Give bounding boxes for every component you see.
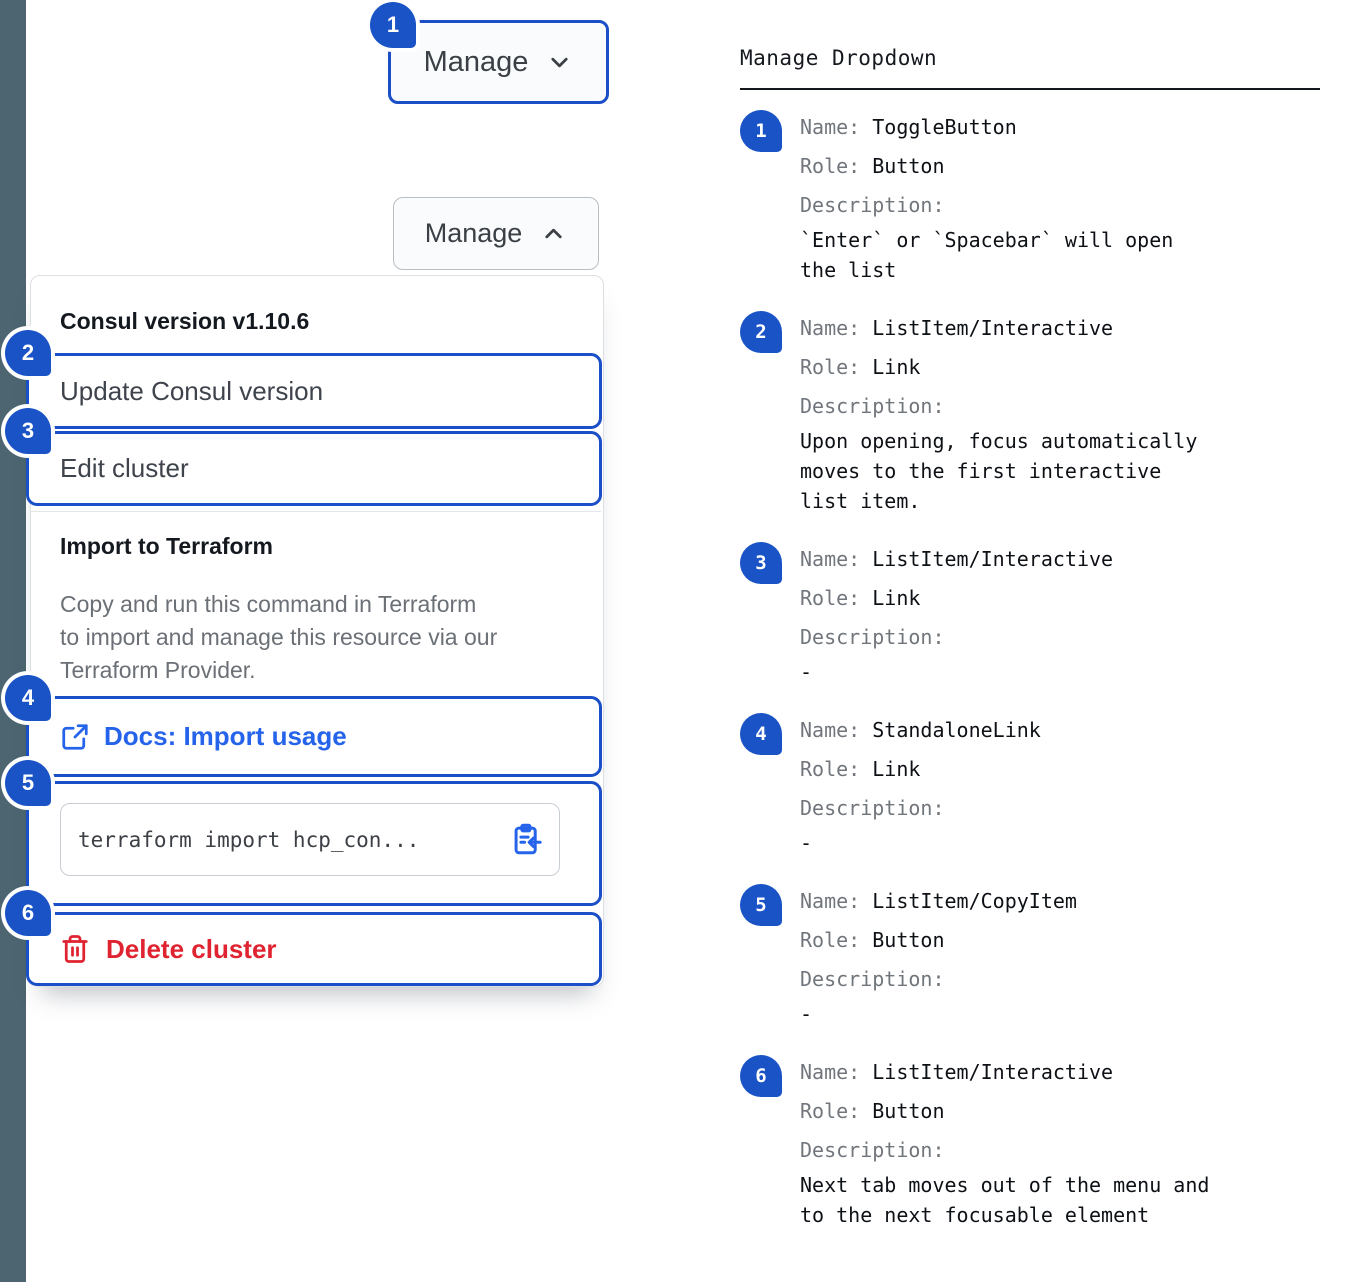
legend-description-text: - (800, 831, 813, 855)
legend-divider (740, 88, 1320, 90)
legend-badge-1: 1 (740, 110, 782, 152)
legend-badge-5: 5 (740, 884, 782, 926)
terraform-command-text: terraform import hcp_con... (78, 827, 420, 852)
legend-title: Manage Dropdown (740, 46, 938, 70)
menu-item-update-consul-version[interactable]: Update Consul version (26, 353, 602, 429)
legend-item-6: 6 Name: ListItem/Interactive Role: Butto… (740, 1053, 1320, 1230)
legend-role-row: Role: Button (800, 928, 945, 952)
legend-item-5: 5 Name: ListItem/CopyItem Role: Button D… (740, 882, 1320, 1029)
manage-toggle-button-expanded[interactable]: Manage (393, 197, 599, 270)
trash-icon (62, 935, 88, 963)
legend-description-text: Upon opening, focus automatically moves … (800, 429, 1198, 513)
legend-description-text: - (800, 660, 813, 684)
manage-button-label: Manage (424, 218, 523, 248)
annotation-badge-5: 5 (5, 760, 51, 806)
manage-toggle-button-collapsed[interactable]: Manage (388, 20, 609, 104)
legend-description-text: `Enter` or `Spacebar` will open the list (800, 228, 1174, 282)
legend-name-row: Name: StandaloneLink (800, 718, 1041, 742)
legend-badge-2: 2 (740, 311, 782, 353)
chevron-up-icon (545, 228, 562, 239)
left-rail (0, 0, 26, 1282)
annotation-badge-1: 1 (370, 2, 416, 48)
annotation-badge-3: 3 (5, 408, 51, 454)
legend-name-row: Name: ListItem/CopyItem (800, 889, 1077, 913)
legend-role-row: Role: Link (800, 586, 921, 610)
legend-role-row: Role: Button (800, 1099, 945, 1123)
legend-description-label: Description: (800, 625, 945, 649)
annotation-badge-2: 2 (5, 330, 51, 376)
legend-badge-6: 6 (740, 1055, 782, 1097)
legend-name-row: Name: ListItem/Interactive (800, 1060, 1114, 1084)
external-link-icon (62, 723, 88, 750)
legend-description-label: Description: (800, 1138, 945, 1162)
menu-item-label: Update Consul version (60, 375, 324, 406)
legend-role-row: Role: Button (800, 154, 945, 178)
legend-item-2: 2 Name: ListItem/Interactive Role: Link … (740, 309, 1320, 516)
legend-panel: Manage Dropdown 1 Name: ToggleButton Rol… (740, 45, 1320, 1254)
legend-description-label: Description: (800, 967, 945, 991)
legend-badge-4: 4 (740, 713, 782, 755)
legend-item-4: 4 Name: StandaloneLink Role: Link Descri… (740, 711, 1320, 858)
legend-name-row: Name: ListItem/Interactive (800, 316, 1114, 340)
menu-item-edit-cluster[interactable]: Edit cluster (26, 431, 602, 506)
legend-name-row: Name: ListItem/Interactive (800, 547, 1114, 571)
import-to-terraform-header: Import to Terraform (60, 533, 273, 559)
legend-description-label: Description: (800, 193, 945, 217)
legend-description-label: Description: (800, 796, 945, 820)
legend-badge-3: 3 (740, 542, 782, 584)
annotation-badge-4: 4 (5, 675, 51, 721)
terraform-command-copy-field[interactable]: terraform import hcp_con... (60, 803, 560, 876)
clipboard-copy-icon[interactable] (509, 823, 543, 857)
legend-description-text: - (800, 1002, 813, 1026)
docs-import-usage-link[interactable]: Docs: Import usage (26, 696, 602, 777)
delete-cluster-label: Delete cluster (106, 933, 277, 964)
legend-item-3: 3 Name: ListItem/Interactive Role: Link … (740, 540, 1320, 687)
menu-divider (31, 511, 601, 512)
legend-item-1: 1 Name: ToggleButton Role: Button Descri… (740, 108, 1320, 285)
manage-button-label: Manage (423, 45, 529, 78)
menu-item-label: Edit cluster (60, 453, 189, 483)
legend-role-row: Role: Link (800, 355, 921, 379)
import-description-text: Copy and run this command in Terraform t… (60, 591, 498, 683)
menu-item-delete-cluster[interactable]: Delete cluster (26, 912, 602, 986)
chevron-down-icon (551, 57, 569, 67)
legend-name-row: Name: ToggleButton (800, 115, 1017, 139)
legend-role-row: Role: Link (800, 757, 921, 781)
docs-link-label: Docs: Import usage (104, 721, 347, 751)
legend-list: 1 Name: ToggleButton Role: Button Descri… (740, 108, 1320, 1230)
legend-description-text: Next tab moves out of the menu and to th… (800, 1173, 1210, 1227)
legend-description-label: Description: (800, 394, 945, 418)
annotation-badge-6: 6 (5, 890, 51, 936)
consul-version-header: Consul version v1.10.6 (60, 308, 310, 334)
copy-command-item: terraform import hcp_con... (26, 781, 602, 906)
